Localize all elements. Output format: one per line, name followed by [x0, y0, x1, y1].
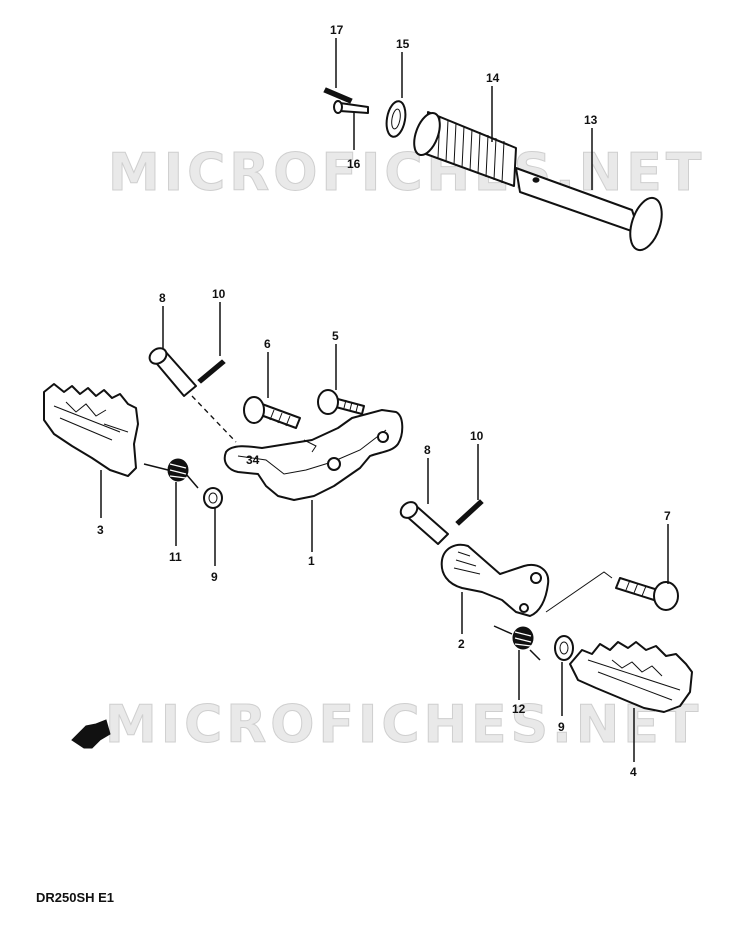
callout-9-left: 9	[211, 570, 218, 584]
cotter-pin-10-left	[197, 359, 226, 384]
peg-rubber-14	[413, 111, 517, 187]
footrest-4	[569, 641, 693, 713]
watermark-top: MICROFICHES.NET	[108, 143, 705, 203]
callout-14: 14	[486, 71, 500, 85]
callout-10-right: 10	[470, 429, 484, 443]
callout-8-left: 8	[159, 291, 166, 305]
callout-leaders	[100, 38, 669, 762]
callout-10-left: 10	[212, 287, 226, 301]
cotter-pin-17	[323, 87, 353, 104]
callout-9-right: 9	[558, 720, 565, 734]
svg-text:34: 34	[246, 453, 260, 467]
callout-17: 17	[330, 23, 344, 37]
callout-3: 3	[97, 523, 104, 537]
spring-12	[493, 625, 541, 661]
washer-15	[385, 100, 407, 138]
footrest-bracket-2	[440, 543, 550, 617]
bolt-7	[615, 577, 679, 611]
watermark-bottom: MICROFICHES.NET	[105, 695, 702, 755]
callout-6: 6	[264, 337, 271, 351]
callout-8-right: 8	[424, 443, 431, 457]
callout-16: 16	[347, 157, 361, 171]
callout-7: 7	[664, 509, 671, 523]
model-code: DR250SH E1	[36, 890, 114, 905]
pin-16	[333, 100, 369, 114]
callout-12: 12	[512, 702, 526, 716]
callout-1: 1	[308, 554, 315, 568]
pin-8-left	[148, 347, 197, 397]
bolt-6	[243, 396, 301, 429]
cotter-pin-10-right	[455, 499, 484, 526]
callout-5: 5	[332, 329, 339, 343]
footrest-bracket-1: 34	[223, 409, 404, 501]
bolt-5	[317, 389, 365, 415]
callout-15: 15	[396, 37, 410, 51]
callout-11: 11	[169, 550, 182, 564]
spring-11	[143, 458, 199, 489]
callout-4: 4	[630, 765, 637, 779]
leader-8-left-to-1	[191, 395, 237, 443]
pin-8-right	[399, 501, 449, 545]
footrest-3	[43, 383, 139, 477]
peg-shaft-13	[515, 167, 663, 252]
callout-13: 13	[584, 113, 598, 127]
front-direction-arrow	[71, 719, 111, 749]
washer-9-left	[203, 487, 223, 509]
washer-9-right	[554, 635, 574, 661]
callout-2: 2	[458, 637, 465, 651]
leader-7-to-2	[545, 571, 613, 613]
